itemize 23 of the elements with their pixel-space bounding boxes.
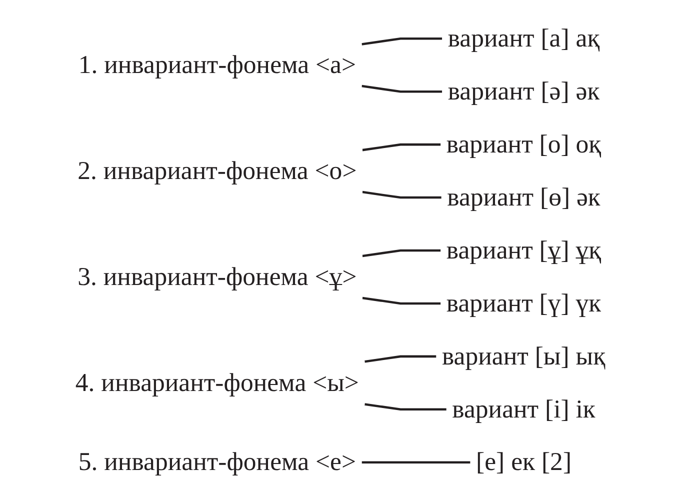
connector <box>362 461 470 464</box>
node-text: вариант [ы] ық <box>442 341 606 370</box>
connector <box>362 143 441 152</box>
node-text: вариант [ү] үк <box>446 288 602 318</box>
node-text: 2. инвариант-фонема <о> <box>78 156 357 185</box>
node-text: 5. инвариант-фонема <е> <box>78 447 356 476</box>
node-text: вариант [ә] әк <box>448 76 600 106</box>
connector <box>362 190 442 199</box>
node-text: вариант [о] оқ <box>446 130 602 158</box>
node-text: 1. инвариант-фонема <а> <box>78 50 356 79</box>
connector <box>364 355 436 363</box>
node-text: вариант [ұ] ұқ <box>446 235 602 264</box>
connector <box>362 249 441 258</box>
node-text: 4. инвариант-фонема <ы> <box>75 368 359 397</box>
connector <box>362 84 442 93</box>
node-text: 3. инвариант-фонема <ұ> <box>78 262 357 291</box>
connector <box>362 38 442 46</box>
connector <box>362 296 441 305</box>
node-text: вариант [ө] әк <box>447 182 600 212</box>
node-text: [е] ек [2] <box>476 447 572 476</box>
connector <box>364 403 446 411</box>
node-text: вариант [а] ақ <box>448 24 600 52</box>
node-text: вариант [і] ік <box>452 394 596 423</box>
